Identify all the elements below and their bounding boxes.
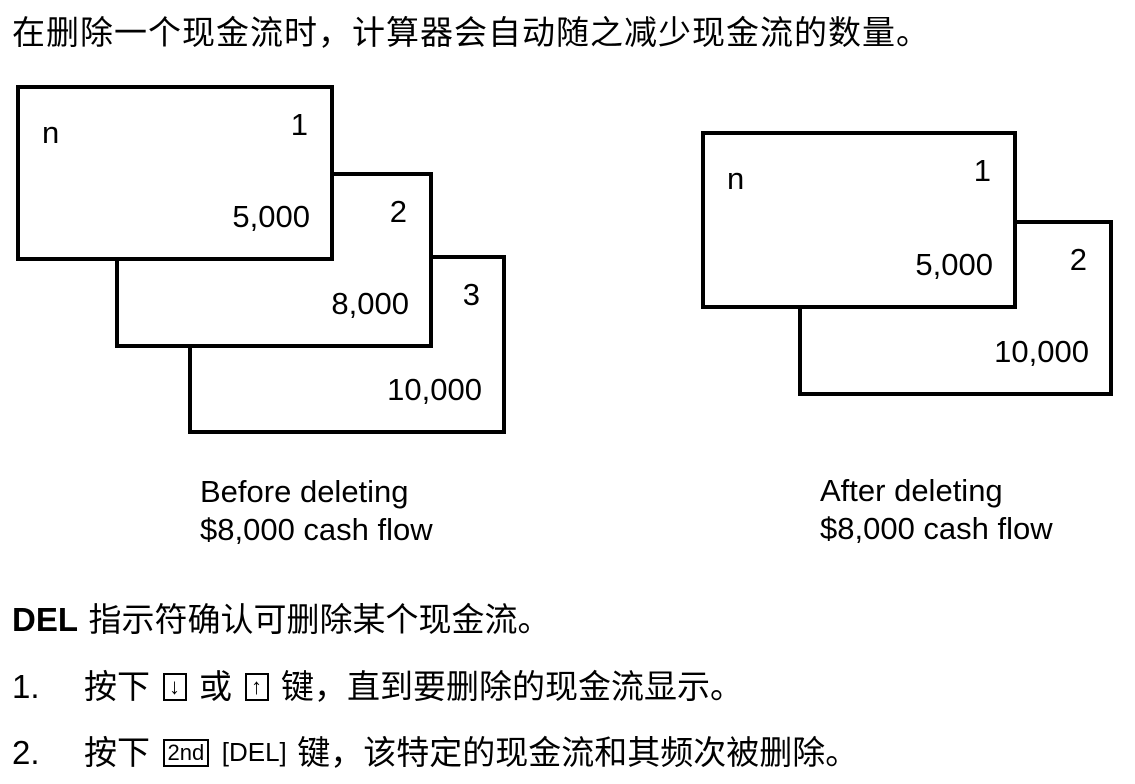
before-caption-line2: $8,000 cash flow xyxy=(200,512,433,547)
card-index: 2 xyxy=(1069,242,1087,277)
card-index: 3 xyxy=(462,277,480,312)
after-caption-line1: After deleting xyxy=(820,473,1003,508)
card-index: 2 xyxy=(389,194,407,229)
down-arrow-key-icon: ↓ xyxy=(162,673,187,701)
step-prefix: 按下 xyxy=(84,733,150,772)
step-2: 2. 按下 2nd [DEL] 键，该特定的现金流和其频次被删除。 xyxy=(12,729,858,776)
step-number: 2. xyxy=(12,734,40,771)
step-connector: 或 xyxy=(199,667,232,706)
del-indicator: DEL xyxy=(12,601,78,638)
step-1: 1. 按下 ↓ 或 ↑ 键，直到要删除的现金流显示。 xyxy=(12,664,743,710)
del-note-text: 指示符确认可删除某个现金流。 xyxy=(88,600,551,639)
card-label: n xyxy=(727,161,745,196)
step-suffix: 键，直到要删除的现金流显示。 xyxy=(281,667,743,706)
card-index: 1 xyxy=(973,153,991,188)
card-index: 1 xyxy=(290,107,308,142)
card-amount: 5,000 xyxy=(915,247,993,282)
card-label: n xyxy=(42,115,60,150)
card-amount: 10,000 xyxy=(994,334,1089,369)
del-key-icon: [DEL] xyxy=(221,737,287,767)
card-amount: 5,000 xyxy=(232,199,310,234)
after-card-1: n 1 5,000 xyxy=(701,131,1017,309)
2nd-key-icon: 2nd xyxy=(162,739,210,767)
up-arrow-key-icon: ↑ xyxy=(244,673,269,701)
step-number: 1. xyxy=(12,668,40,705)
before-card-1: n 1 5,000 xyxy=(16,85,334,261)
card-amount: 10,000 xyxy=(387,372,482,407)
before-caption-line1: Before deleting xyxy=(200,474,409,509)
del-key-label: DEL xyxy=(228,737,280,767)
step-suffix: 键，该特定的现金流和其频次被删除。 xyxy=(297,733,859,772)
after-caption-line2: $8,000 cash flow xyxy=(820,511,1053,546)
step-prefix: 按下 xyxy=(84,667,150,706)
intro-text: 在删除一个现金流时，计算器会自动随之减少现金流的数量。 xyxy=(12,13,930,52)
card-amount: 8,000 xyxy=(331,286,409,321)
del-note: DEL 指示符确认可删除某个现金流。 xyxy=(12,597,551,643)
